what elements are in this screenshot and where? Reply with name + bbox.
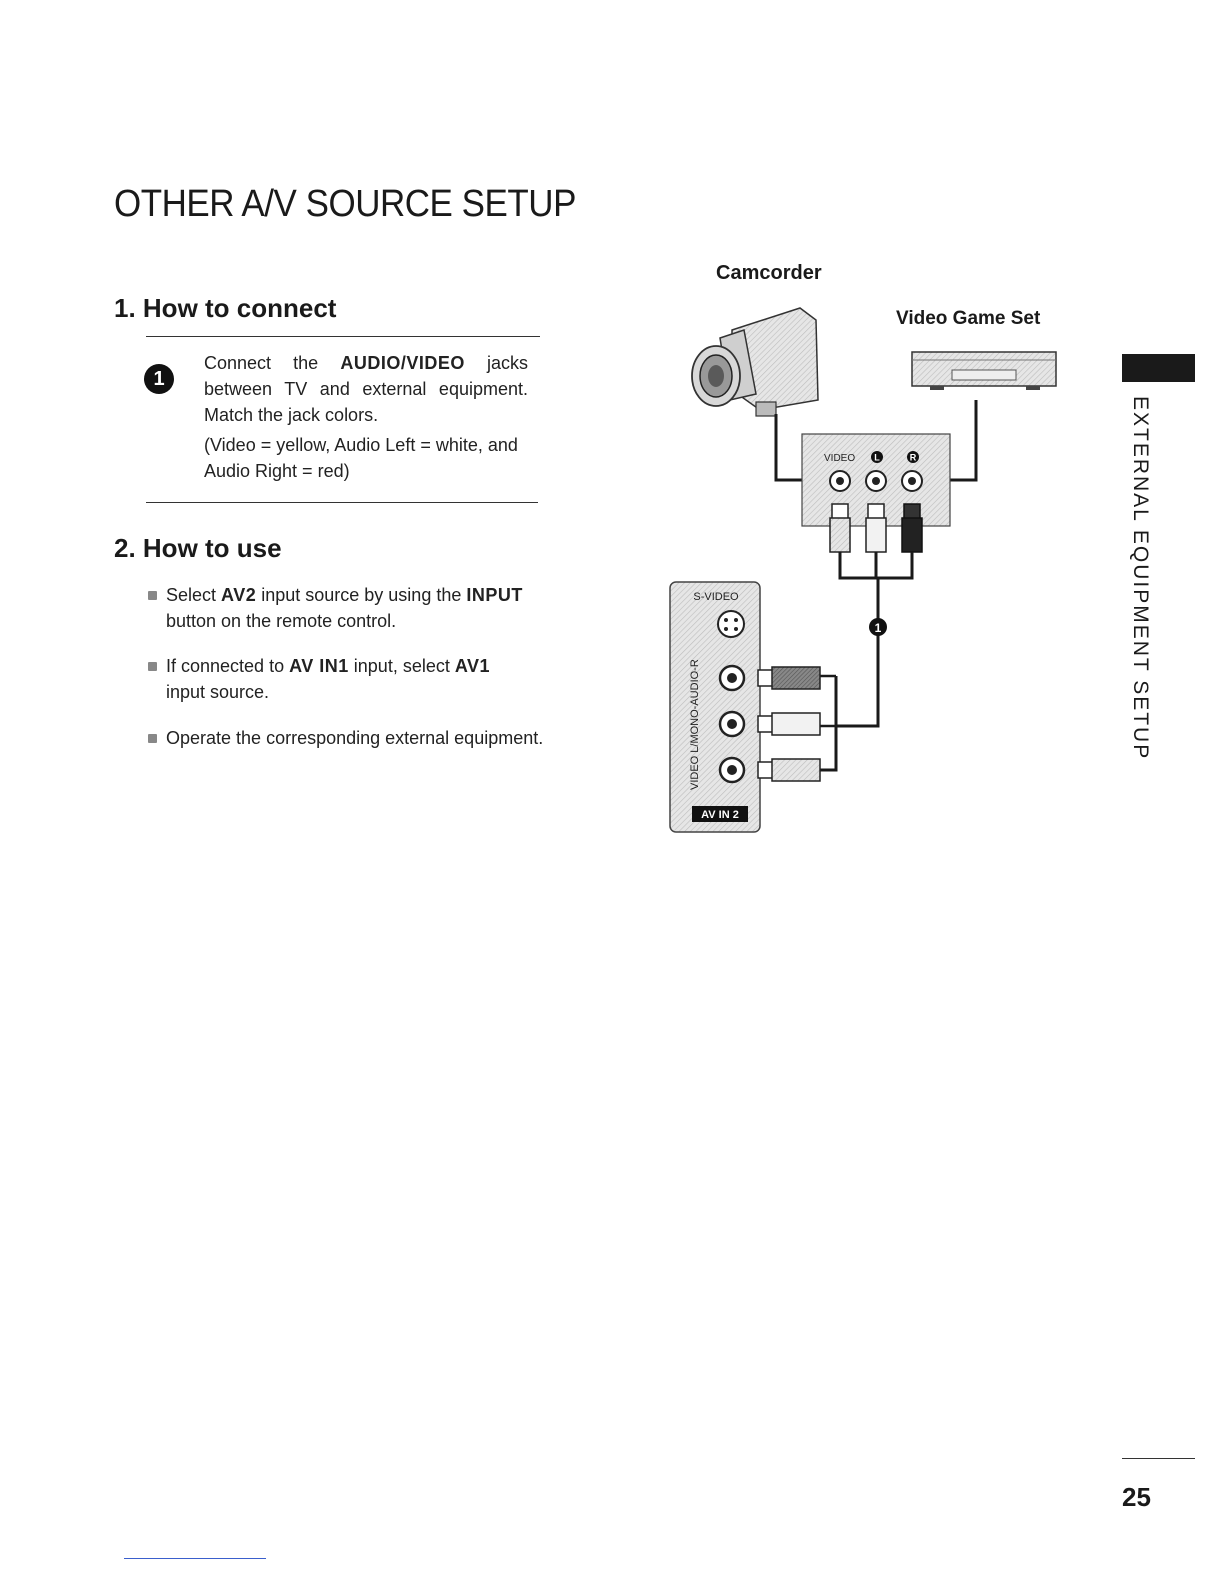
av-in2-badge <box>692 806 748 822</box>
bullet-icon <box>148 734 157 743</box>
list-item: If connected to AV IN1 input, select AV1… <box>148 653 568 705</box>
instruction-line: Match the jack colors. <box>204 405 379 425</box>
jack-color-note: (Video = yellow, Audio Left = white, and… <box>204 435 518 481</box>
video-game-set-icon <box>911 351 1057 390</box>
rca-plugs-panel <box>757 666 821 782</box>
instruction-line: Connect the AUDIO/VIDEO jacks <box>204 353 528 373</box>
list-item-text: Operate the corresponding external equip… <box>166 728 544 748</box>
video-jack-label: VIDEO <box>824 453 855 464</box>
section-heading-how-to-connect: 1. How to connect <box>114 293 337 323</box>
connect-instructions: Connect the AUDIO/VIDEO jacks between TV… <box>204 350 528 484</box>
list-item: Operate the corresponding external equip… <box>148 725 568 751</box>
bullet-icon <box>148 662 157 671</box>
page-title: OTHER A/V SOURCE SETUP <box>114 183 576 225</box>
av-in2-label: AV IN 2 <box>701 809 739 821</box>
bullet-icon <box>148 591 157 600</box>
left-jack-label: L <box>874 453 880 463</box>
divider <box>146 336 540 337</box>
section-heading-how-to-use: 2. How to use <box>114 533 282 563</box>
instruction-line: between TV and external equipment. <box>204 379 528 399</box>
cable-step-marker <box>869 618 887 636</box>
svideo-label: S-VIDEO <box>693 591 739 603</box>
list-item-text: Select AV2 input source by using the INP… <box>166 585 523 631</box>
list-item-text: If connected to AV IN1 input, select AV1… <box>166 656 491 702</box>
av-cable <box>820 552 914 772</box>
chapter-label: EXTERNAL EQUIPMENT SETUP <box>1129 396 1152 761</box>
footer-link-underline <box>124 1558 266 1559</box>
device-cables <box>774 400 978 482</box>
chapter-tab <box>1122 354 1195 382</box>
video-game-set-label: Video Game Set <box>896 308 1041 329</box>
camcorder-label: Camcorder <box>716 262 822 284</box>
right-jack-label: R <box>910 453 917 463</box>
audio-video-term: AUDIO/VIDEO <box>340 353 465 373</box>
svideo-jack-icon <box>717 610 745 638</box>
rca-plugs-top <box>829 503 923 553</box>
tv-av-in2-panel: S-VIDEO VIDEO L/MONO-AUDIO-R AV IN 2 <box>669 581 761 833</box>
av-cable-strands <box>820 674 836 728</box>
camcorder-icon <box>691 307 819 417</box>
list-item: Select AV2 input source by using the INP… <box>148 582 568 634</box>
step-number-badge: 1 <box>144 364 174 394</box>
connection-diagram: VIDEO L R 1 S-VIDEO VID <box>669 307 1057 833</box>
cable-step-number: 1 <box>875 621 882 635</box>
divider <box>146 502 538 503</box>
page-number: 25 <box>1122 1482 1151 1512</box>
panel-vertical-label: VIDEO L/MONO-AUDIO-R <box>689 659 701 790</box>
footer-divider <box>1122 1458 1195 1459</box>
